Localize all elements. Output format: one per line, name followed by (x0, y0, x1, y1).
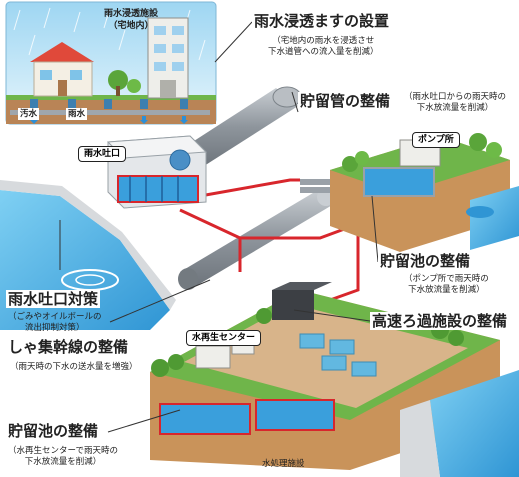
callout-storage-pond-center-title: 貯留池の整備 (6, 422, 101, 440)
callout-outlet-desc: （ごみやオイルボールの 流出抑制対策） (8, 312, 102, 333)
rain-streaks (13, 7, 206, 61)
house-icon (30, 42, 94, 97)
callout-infiltration-title: 雨水浸透ますの設置 (252, 12, 392, 30)
callout-outlet-title: 雨水吐口対策 (6, 290, 101, 308)
pump-station-tag: ポンプ所 (412, 132, 460, 148)
inset-wastewater-label: 汚水 (18, 108, 40, 120)
callout-storage-pipe-desc: （雨水吐口からの雨天時の 下水放流量を削減） (404, 92, 507, 113)
water-center-tag: 水再生センター (186, 330, 262, 346)
callout-trunk-line-desc: （雨天時の下水の送水量を増強） (10, 362, 138, 372)
building-icon (147, 17, 189, 99)
callout-storage-pond-pump-desc: （ポンプ所で雨天時の 下水放流量を削減） (404, 274, 489, 295)
infiltration-boxes (30, 99, 188, 109)
inset-facility-label: 雨水浸透施設 （宅地内） (104, 9, 159, 31)
trunk-line (179, 178, 360, 302)
callout-infiltration-desc: （宅地内の雨水を浸透させ 下水道管への流入量を削減） (268, 36, 379, 57)
callout-storage-pond-pump-title: 貯留池の整備 (378, 252, 473, 270)
callout-storage-pipe-title: 貯留管の整備 (298, 92, 393, 110)
leader-lines (59, 21, 379, 433)
inset-rainwater-label: 雨水 (66, 108, 88, 120)
callout-trunk-line-title: しゃ集幹線の整備 (6, 338, 131, 356)
treatment-facility-label: 水処理施設 (262, 459, 305, 469)
pump-station (330, 133, 519, 252)
outlet-structure (106, 135, 208, 209)
outlet-tag: 雨水吐口 (78, 146, 127, 162)
callout-filtration-title: 高速ろ過施設の整備 (370, 312, 510, 330)
callout-storage-pond-center-desc: （水再生センターで雨天時の 下水放流量を削減） (8, 446, 118, 467)
house-inset (5, 1, 217, 125)
